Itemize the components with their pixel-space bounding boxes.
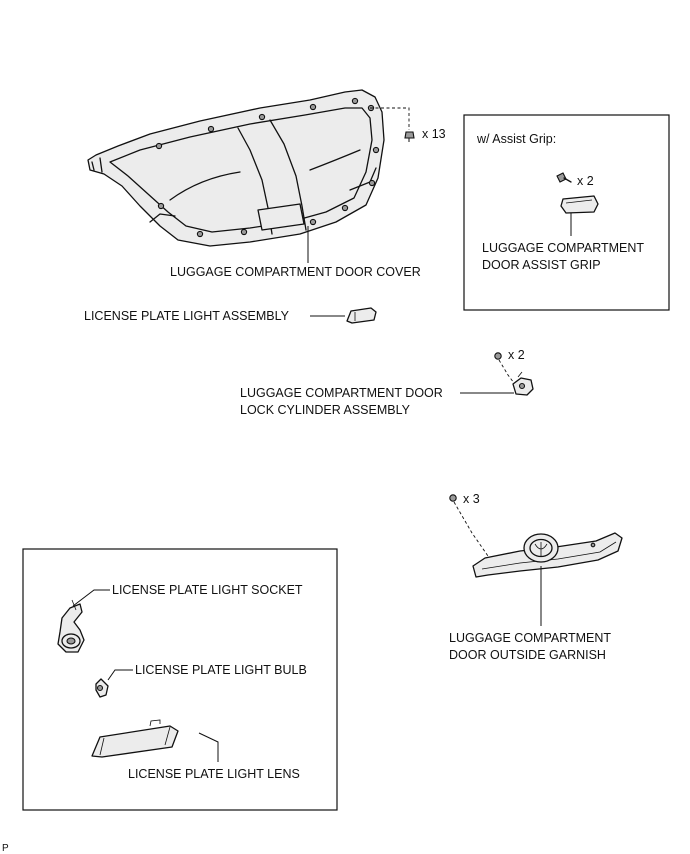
assist-grip-part — [560, 195, 599, 214]
light-bulb-label: LICENSE PLATE LIGHT BULB — [135, 663, 307, 677]
corner-mark: P — [2, 843, 9, 854]
lock-cylinder-part — [512, 371, 534, 396]
light-socket-part — [57, 599, 85, 653]
lock-cylinder-label-1: LUGGAGE COMPARTMENT DOOR — [240, 386, 443, 400]
assist-grip-label-1: LUGGAGE COMPARTMENT — [482, 241, 644, 255]
garnish-nut — [449, 494, 457, 502]
lock-cylinder-nut — [494, 352, 502, 360]
lock-cylinder-qty: x 2 — [508, 348, 525, 362]
garnish-label-2: DOOR OUTSIDE GARNISH — [449, 648, 606, 662]
license-light-assembly-part — [346, 307, 377, 324]
light-bulb-part — [95, 678, 109, 698]
assist-grip-qty: x 2 — [577, 174, 594, 188]
lock-cylinder-label-2: LOCK CYLINDER ASSEMBLY — [240, 403, 411, 417]
license-light-components-box — [22, 548, 338, 811]
assist-grip-bolt — [556, 172, 572, 183]
cover-clip — [370, 107, 415, 142]
door-cover-label: LUGGAGE COMPARTMENT DOOR COVER — [170, 265, 421, 279]
license-light-assembly-label: LICENSE PLATE LIGHT ASSEMBLY — [84, 309, 290, 323]
light-lens-label: LICENSE PLATE LIGHT LENS — [128, 767, 300, 781]
assist-grip-label-2: DOOR ASSIST GRIP — [482, 258, 601, 272]
garnish-part — [472, 532, 623, 578]
garnish-qty: x 3 — [463, 492, 480, 506]
assist-grip-heading: w/ Assist Grip: — [476, 132, 556, 146]
assist-grip-box — [463, 114, 670, 311]
light-lens-part — [91, 719, 179, 758]
door-cover-part — [87, 89, 385, 247]
light-socket-label: LICENSE PLATE LIGHT SOCKET — [112, 583, 303, 597]
door-cover-qty: x 13 — [422, 127, 446, 141]
garnish-label-1: LUGGAGE COMPARTMENT — [449, 631, 611, 645]
